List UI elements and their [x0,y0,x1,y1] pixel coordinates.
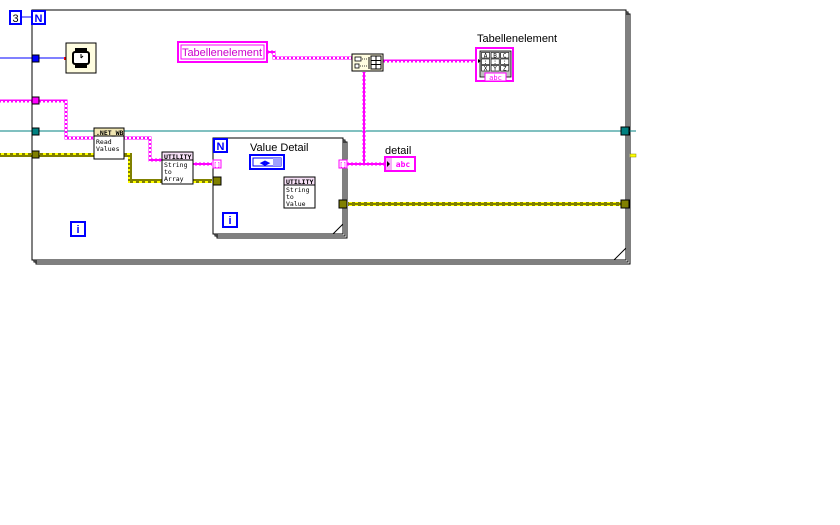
table-cell [481,65,490,72]
count-terminal-label: N [217,141,225,153]
table-cell-text: Z [503,65,507,72]
subvi-line: Read [96,138,112,146]
subvi-line: Value [286,200,306,208]
table-cell-text: B [493,52,497,59]
indexing-tunnel-out[interactable]: [] [338,159,348,169]
table-cell [500,58,510,65]
detail-string-indicator[interactable]: abc [384,156,416,172]
refnum-tunnel-left[interactable] [31,127,40,136]
error-tunnel-right[interactable] [620,199,630,209]
subvi-line: to [286,193,294,201]
table-cell [500,65,510,72]
local-variable-label: Tabellenelement [182,47,262,59]
enum-arrows-icon: ◀▶ [260,160,271,167]
enum-dropdown[interactable] [273,158,281,166]
iteration-label: i [76,224,79,236]
value-detail-label: Value Detail [250,142,309,154]
subvi-line: Values [96,145,120,153]
table-cell-text: : [493,59,497,66]
subvi-line: String [286,186,310,194]
string-tunnel-left[interactable] [31,96,40,105]
string-type-badge: abc [396,160,411,169]
iteration-label: i [228,215,231,227]
table-cell [490,52,500,59]
string-to-array-subvi[interactable]: UTILITY String to Array [161,151,194,185]
build-array-icon [354,55,382,70]
index-label: [] [213,162,220,169]
subvi-line: to [164,168,172,176]
detail-label: detail [385,145,411,157]
table-cell [490,58,500,65]
loop-count-terminal[interactable]: N [31,10,46,25]
tabellenelement-local-variable[interactable]: Tabellenelement [177,41,268,63]
subvi-header: UTILITY [164,153,191,161]
indexing-tunnel-in[interactable]: [] [212,159,222,169]
table-cell-text: : [503,59,507,66]
string-wire-2[interactable] [124,136,162,162]
table-cell-text: A [484,52,488,59]
input-arrow-icon [387,161,390,167]
value-detail-enum-constant[interactable]: ◀▶ [249,154,285,170]
table-cell-text: X [484,65,488,72]
string-to-value-subvi[interactable]: UTILITY String to Value [283,176,316,209]
inner-count-terminal[interactable]: N [213,138,228,153]
error-wire-1[interactable] [124,153,162,183]
inner-iteration-terminal: i [222,212,238,228]
wait-timer-node[interactable] [65,42,97,74]
loop-fold-corner [612,246,627,261]
read-values-subvi[interactable]: .NET_WB Read Values [93,127,125,160]
table-cell-text: C [503,52,507,59]
table-cell [481,58,490,65]
table-indicator-label: Tabellenelement [477,33,557,45]
table-cell-text: : [484,59,488,66]
numeric-tunnel[interactable] [31,54,40,63]
count-terminal-label: N [35,13,43,25]
subvi-header: UTILITY [286,178,313,186]
error-tunnel-inner-in[interactable] [212,176,222,186]
table-cell [481,52,490,59]
subvi-line: Array [164,175,184,183]
count-value: 3 [12,13,18,25]
build-array-node[interactable] [351,53,384,72]
index-label: [] [339,162,346,169]
table-wire-in[interactable] [268,50,352,60]
stub-wire [629,153,637,158]
error-tunnel-left[interactable] [31,150,40,159]
refnum-tunnel-right[interactable] [620,126,630,136]
table-cell [500,52,510,59]
outer-iteration-terminal: i [70,221,86,237]
subvi-line: String [164,161,188,169]
table-cell-text: Y [493,65,497,72]
table-cell [490,65,500,72]
error-tunnel-inner-out[interactable] [338,199,348,209]
loop-fold-corner [331,222,344,235]
loop-count-constant[interactable]: 3 [9,10,22,25]
wristwatch-icon [75,48,87,52]
subvi-header: .NET_WB [96,129,123,137]
string-type-badge: abc [489,74,502,82]
input-arrow-icon [478,59,481,63]
